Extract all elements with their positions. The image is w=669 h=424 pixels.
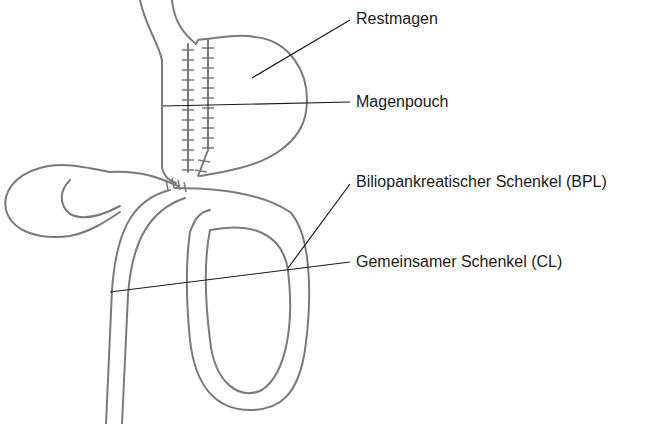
esophagus-wall	[140, 0, 162, 60]
jejunal-loop-inner	[206, 227, 290, 393]
leader-line	[163, 102, 350, 106]
leader-line	[288, 184, 350, 268]
jejunal-loop	[190, 210, 210, 232]
leader-line	[252, 20, 350, 78]
part-label: Magenpouch	[356, 92, 449, 112]
duodenum-inner	[62, 180, 120, 217]
part-label: Restmagen	[356, 9, 438, 29]
part-label: Gemeinsamer Schenkel (CL)	[356, 252, 562, 272]
esophagus-wall	[172, 0, 196, 44]
leader-line	[110, 262, 350, 292]
remnant-stomach	[196, 36, 307, 176]
jejunal-loop	[175, 188, 309, 410]
staple-ticks	[182, 50, 194, 170]
anastomosis-staples	[166, 178, 186, 192]
common-limb	[122, 198, 185, 424]
gastric-pouch-wall	[162, 60, 176, 183]
staple-line	[187, 44, 189, 172]
staple-ticks	[195, 48, 214, 172]
part-label: Biliopankreatischer Schenkel (BPL)	[356, 172, 607, 192]
duodenum	[5, 165, 178, 237]
common-limb	[106, 190, 170, 424]
